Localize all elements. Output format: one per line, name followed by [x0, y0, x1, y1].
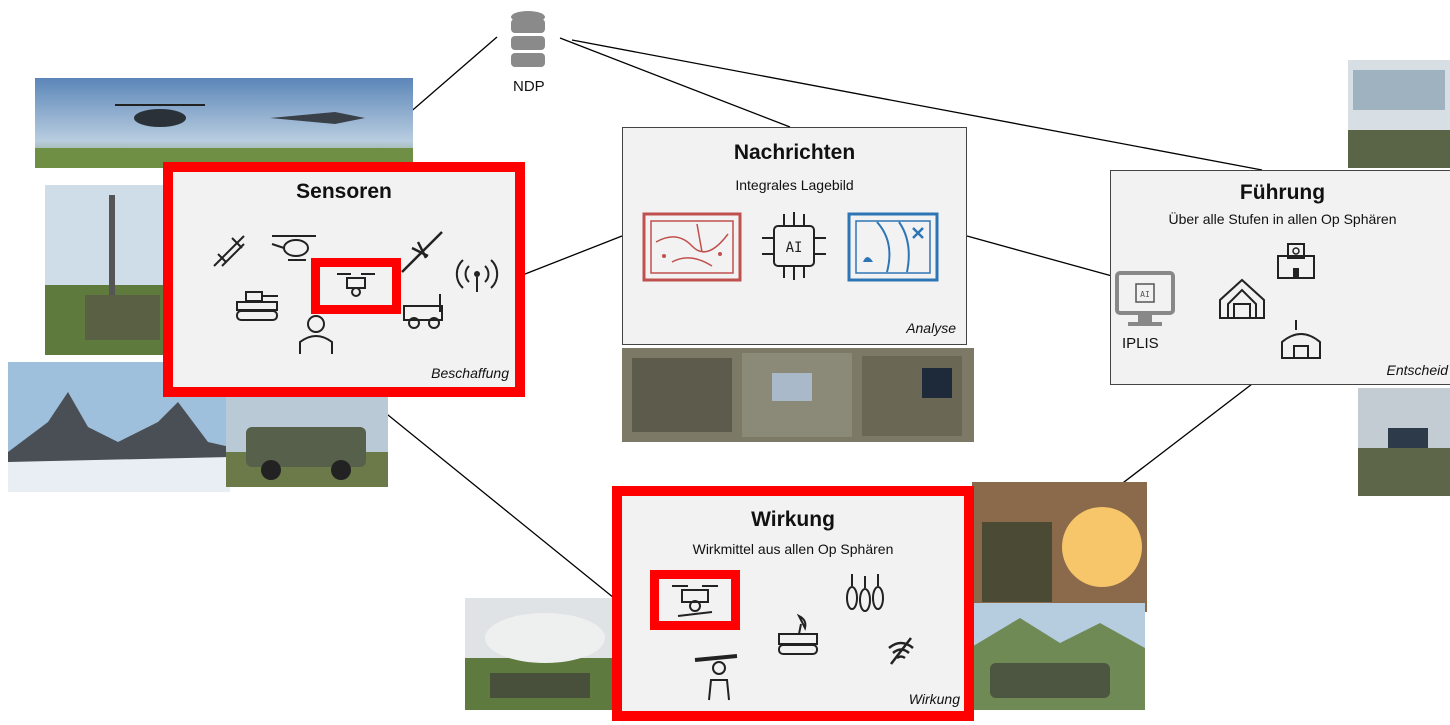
photo-helicopter-jet	[35, 78, 413, 168]
photo-wheeled-apc	[970, 603, 1145, 710]
svg-text:AI: AI	[786, 240, 803, 256]
photo-mountain-drone	[8, 362, 230, 492]
sensoren-title: Sensoren	[296, 180, 392, 203]
wirkung-title: Wirkung	[751, 508, 835, 531]
armed-drone-icon	[670, 582, 720, 620]
ai-monitor-icon: AI	[1114, 270, 1176, 330]
svg-text:AI: AI	[1140, 290, 1150, 299]
line-sensoren-nachrichten	[519, 235, 623, 277]
aircraft-icon	[398, 228, 446, 276]
line-sensoren-wirkung	[366, 397, 615, 599]
ai-chip-icon: AI	[756, 208, 832, 284]
iplis-label: IPLIS	[1122, 335, 1159, 352]
wirkung-box[interactable]: Wirkung Wirkmittel aus allen Op Sphären …	[612, 486, 974, 721]
drone-icon	[335, 270, 377, 302]
photo-radar-mast	[45, 185, 170, 355]
fighter-jet-icon	[208, 230, 250, 272]
military-vehicle-icon	[400, 292, 448, 330]
photo-command-room-bottom	[1358, 388, 1450, 496]
radio-signal-icon	[455, 256, 499, 294]
tactical-map-icon	[642, 212, 742, 282]
nachrichten-title: Nachrichten	[733, 141, 856, 164]
jamming-icon	[885, 636, 917, 666]
nachrichten-footer: Analyse	[906, 320, 956, 336]
sensoren-footer: Beschaffung	[431, 365, 509, 381]
line-ndp-fuehrung	[571, 39, 1263, 171]
tank-icon	[234, 288, 280, 322]
helicopter-icon	[270, 228, 318, 266]
photo-armored-vehicle	[226, 392, 388, 487]
soldier-icon	[294, 312, 338, 354]
rocket-soldier-icon	[693, 650, 739, 702]
line-nachrichten-fuehrung	[966, 235, 1113, 277]
wirkung-footer: Wirkung	[908, 691, 960, 707]
photo-vehicle-interior	[622, 348, 974, 442]
nachrichten-box[interactable]: Nachrichten Integrales Lagebild Analyse	[622, 127, 967, 345]
headquarters-building-icon	[1276, 240, 1316, 280]
terrain-map-icon	[847, 212, 939, 282]
sensoren-drone-highlight[interactable]	[311, 258, 401, 314]
nachrichten-subtitle: Integrales Lagebild	[735, 177, 854, 193]
command-post-icon	[1280, 318, 1322, 360]
wirkung-subtitle: Wirkmittel aus allen Op Sphären	[692, 541, 894, 557]
line-ndp-nachrichten	[559, 37, 791, 128]
ndp-label: NDP	[513, 78, 545, 95]
photo-howitzer	[465, 598, 623, 710]
fuehrung-footer: Entscheid	[1386, 362, 1448, 378]
fuehrung-subtitle: Über alle Stufen in allen Op Sphären	[1168, 211, 1397, 227]
bunker-icon	[1218, 276, 1266, 320]
radar-vehicle-icon	[775, 612, 821, 656]
munitions-icon	[842, 572, 888, 618]
photo-command-room-top	[1348, 60, 1450, 168]
photo-soldier-launcher	[972, 482, 1147, 612]
database-icon[interactable]	[510, 10, 546, 72]
fuehrung-title: Führung	[1239, 181, 1326, 204]
